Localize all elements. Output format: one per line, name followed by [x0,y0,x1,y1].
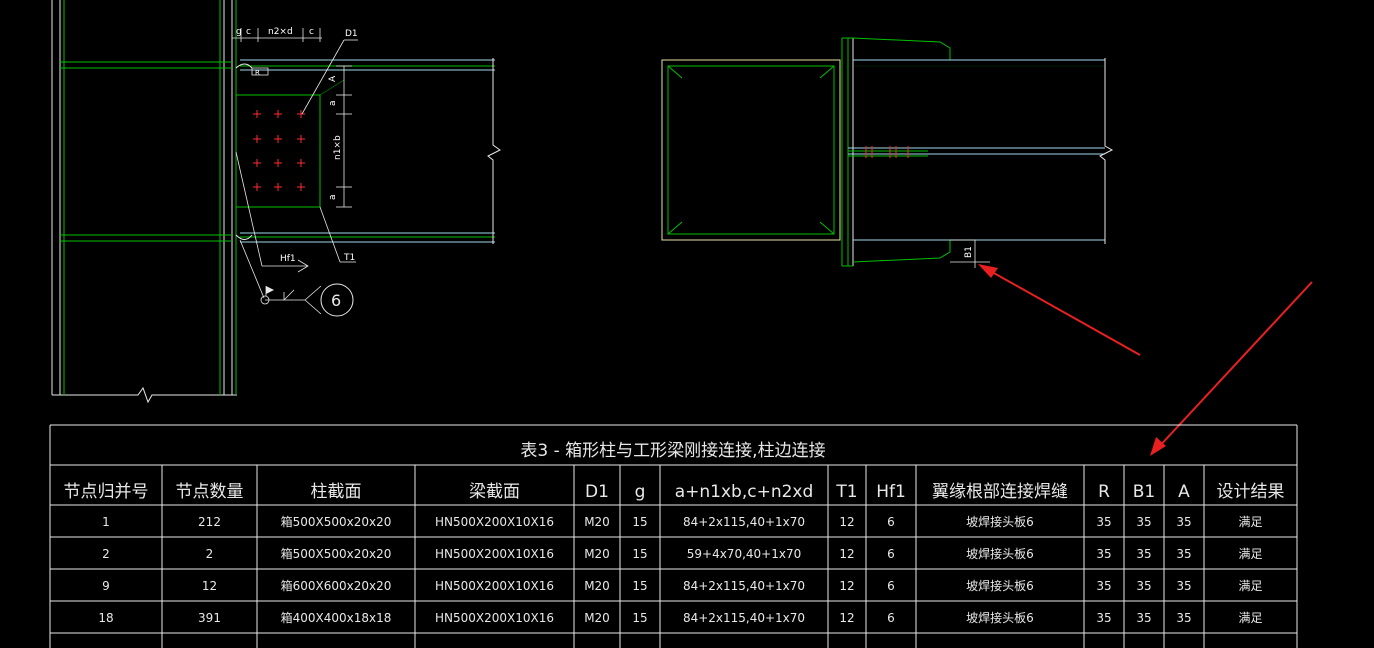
table-cell: 9 [102,579,110,593]
weld-number-label: 6 [331,291,341,310]
table-cell: 84+2x115,40+1x70 [683,515,805,529]
table-cell: 6 [887,547,895,561]
table-cell: 35 [1176,611,1191,625]
dim-a3-label: a [328,194,338,200]
table-cells: 节点归并号 节点数量 柱截面 梁截面 D1 g a+n1xb,c+n2xd T1 Hf1 翼缘根部… [64,482,1285,625]
table-header-cell: B1 [1133,482,1155,502]
bolt-group [253,110,305,191]
right-dimension-chain [336,65,352,208]
table-cell: 84+2x115,40+1x70 [683,579,805,593]
dim-n2xd-label: n2×d [268,27,293,37]
table-cell: 满足 [1238,515,1262,529]
table-cell: 35 [1136,579,1151,593]
table-cell: 2 [102,547,110,561]
table-cell: 满足 [1238,579,1262,593]
table-header-cell: 节点数量 [176,482,244,502]
dim-c2-label: c [309,27,314,37]
table-cell: 箱400X400x18x18 [281,610,392,625]
table-cell: 6 [887,579,895,593]
table-cell: 35 [1136,547,1151,561]
table-cell: 坡焊接头板6 [966,610,1034,625]
parameter-table [49,424,1298,648]
table-cell: 35 [1136,611,1151,625]
table-cell: 坡焊接头板6 [966,578,1034,593]
table-header-cell: R [1098,482,1110,502]
table-header-cell: 设计结果 [1217,482,1285,502]
table-cell: 18 [98,611,113,625]
table-header-cell: A [1178,482,1190,502]
hf1-weld-label: Hf1 [280,254,296,264]
table-title: 表3 - 箱形柱与工形梁刚接连接,柱边连接 [520,441,825,461]
top-dimension-chain [231,28,322,60]
dim-g-label: g [236,27,242,37]
table-cell: 15 [632,611,647,625]
table-cell: 12 [202,579,217,593]
annotation-arrows [978,264,1313,456]
table-header-cell: Hf1 [876,482,906,502]
table-cell: 35 [1096,515,1111,529]
table-cell: 箱600X600x20x20 [281,578,392,593]
table-header-cell: g [635,482,646,502]
table-cell: HN500X200X10X16 [435,515,554,529]
table-cell: M20 [584,547,610,561]
dim-n1xb-label: n1×b [333,135,343,160]
table-cell: M20 [584,579,610,593]
table-cell: 满足 [1238,611,1262,625]
table-header-cell: 梁截面 [469,482,520,502]
dim-c-label: c [246,27,251,37]
right-section-detail: B1 [661,37,1114,268]
table-cell: 84+2x115,40+1x70 [683,611,805,625]
table-cell: 35 [1136,515,1151,529]
left-elevation-detail: g c n2×d c R A a n1×b a D1 T1 Hf1 [51,0,501,404]
table-cell: 12 [839,579,854,593]
table-cell: 1 [102,515,110,529]
table-cell: 12 [839,611,854,625]
table-cell: 15 [632,579,647,593]
t1-leader-label: T1 [343,253,355,263]
table-cell: 59+4x70,40+1x70 [687,547,801,561]
table-cell: 391 [198,611,221,625]
table-cell: 35 [1176,547,1191,561]
table-cell: HN500X200X10X16 [435,611,554,625]
table-cell: 箱500X500x20x20 [281,546,392,561]
d1-leader-label: D1 [345,29,358,39]
table-cell: 35 [1096,611,1111,625]
dim-a-label: A [328,75,338,82]
table-cell: 6 [887,611,895,625]
table-cell: 2 [206,547,214,561]
table-header-cell: 柱截面 [311,482,362,502]
dim-b1-label: B1 [964,246,974,258]
table-cell: HN500X200X10X16 [435,579,554,593]
table-cell: 12 [839,515,854,529]
table-header-cell: 节点归并号 [64,482,149,502]
table-cell: 15 [632,515,647,529]
table-cell: M20 [584,611,610,625]
table-cell: 15 [632,547,647,561]
table-cell: 35 [1176,515,1191,529]
table-cell: 35 [1096,547,1111,561]
table-cell: 212 [198,515,221,529]
table-cell: 6 [887,515,895,529]
table-header-cell: D1 [585,482,609,502]
dim-a2-label: a [328,100,338,106]
table-cell: M20 [584,515,610,529]
table-cell: 箱500X500x20x20 [281,514,392,529]
table-cell: 坡焊接头板6 [966,514,1034,529]
table-cell: HN500X200X10X16 [435,547,554,561]
table-cell: 35 [1096,579,1111,593]
table-cell: 12 [839,547,854,561]
dim-r-label: R [255,69,260,77]
table-cell: 35 [1176,579,1191,593]
table-header-cell: a+n1xb,c+n2xd [675,482,814,502]
table-cell: 坡焊接头板6 [966,546,1034,561]
table-cell: 满足 [1238,547,1262,561]
table-header-cell: 翼缘根部连接焊缝 [932,482,1068,502]
table-header-cell: T1 [835,482,857,502]
